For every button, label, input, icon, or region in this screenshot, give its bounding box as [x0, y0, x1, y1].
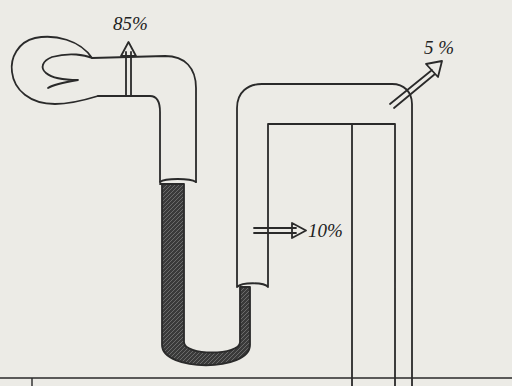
- heat-arrow: [121, 42, 136, 96]
- frame-line: [0, 378, 512, 386]
- pipe: [92, 56, 196, 182]
- heat-arrow: [390, 61, 442, 108]
- heat-arrow: [254, 223, 306, 238]
- percentage-label: 10%: [308, 221, 343, 240]
- percentage-label: 85%: [113, 14, 148, 33]
- fork-head: [12, 37, 98, 104]
- right-tube: [237, 84, 412, 386]
- percentage-label: 5 %: [424, 38, 454, 57]
